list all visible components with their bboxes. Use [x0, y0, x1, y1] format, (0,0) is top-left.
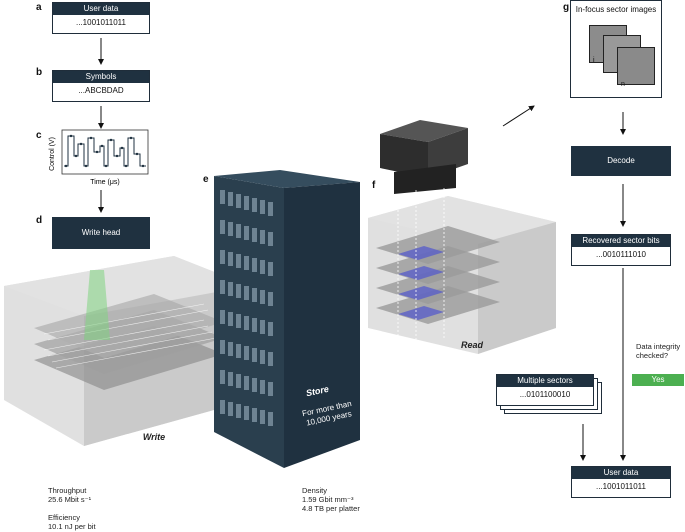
- density-label: Density: [302, 486, 328, 495]
- throughput-value: 25.6 Mbit s⁻¹: [48, 495, 92, 504]
- panel-label-d: d: [36, 215, 43, 226]
- write-label: Write: [143, 432, 165, 442]
- multiple-sectors-title: Multiple sectors: [497, 375, 593, 387]
- user-data-value: ...1001011011: [76, 18, 126, 27]
- symbols-value: ...ABCBDAD: [78, 86, 124, 95]
- panel-label-e: e: [203, 174, 209, 185]
- panel-label-f: f: [372, 180, 376, 191]
- efficiency-value: 10.1 nJ per bit: [48, 522, 96, 531]
- multiple-sectors-value: ...0101100010: [519, 390, 571, 399]
- read-glass-block: Read: [368, 120, 556, 354]
- in-focus-images-box: In-focus sector images i n: [570, 0, 662, 98]
- user-data-box-top: User data ...1001011011: [52, 2, 150, 34]
- density-value: 1.59 Gbit mm⁻³: [302, 495, 354, 504]
- read-label: Read: [461, 340, 484, 350]
- user-data-bottom-value: ...1001011011: [596, 482, 646, 491]
- objective-lens-top: [380, 120, 468, 142]
- recovered-bits-box: Recovered sector bits ...0010111010: [571, 234, 671, 266]
- control-plot-ylabel: Control (V): [49, 137, 56, 171]
- integrity-yes-badge: Yes: [632, 374, 684, 386]
- user-data-title: User data: [53, 3, 149, 15]
- symbols-title: Symbols: [53, 71, 149, 83]
- panel-label-b: b: [36, 67, 43, 78]
- store-cells: [220, 190, 273, 426]
- control-plot-xlabel: Time (μs): [90, 179, 119, 186]
- store-slab: Store: [214, 170, 360, 468]
- recovered-value: ...0010111010: [596, 250, 646, 259]
- panel-label-a: a: [36, 2, 42, 13]
- write-glass-block: Write: [4, 256, 250, 446]
- panel-label-g: g: [563, 2, 570, 13]
- sector-index-i: i: [593, 57, 595, 64]
- throughput-label: Throughput: [48, 486, 87, 495]
- in-focus-title: In-focus sector images: [575, 5, 657, 14]
- user-data-box-bottom: User data ...1001011011: [571, 466, 671, 498]
- control-voltage-plot: Control (V) Time (μs): [49, 129, 149, 186]
- decode-box: Decode: [571, 146, 671, 176]
- symbols-box: Symbols ...ABCBDAD: [52, 70, 150, 102]
- efficiency-label: Efficiency: [48, 513, 80, 522]
- panel-label-c: c: [36, 130, 42, 141]
- integrity-question: Data integrity checked?: [636, 342, 681, 360]
- recovered-title: Recovered sector bits: [572, 235, 670, 247]
- platter-value: 4.8 TB per platter: [302, 504, 360, 513]
- store-title: Store: [305, 384, 330, 399]
- sector-index-n: n: [621, 81, 625, 88]
- sector-image-3: [617, 47, 655, 85]
- multiple-sectors-box: Multiple sectors ...0101100010: [496, 374, 594, 406]
- user-data-bottom-title: User data: [572, 467, 670, 479]
- write-head-box: Write head: [52, 217, 150, 249]
